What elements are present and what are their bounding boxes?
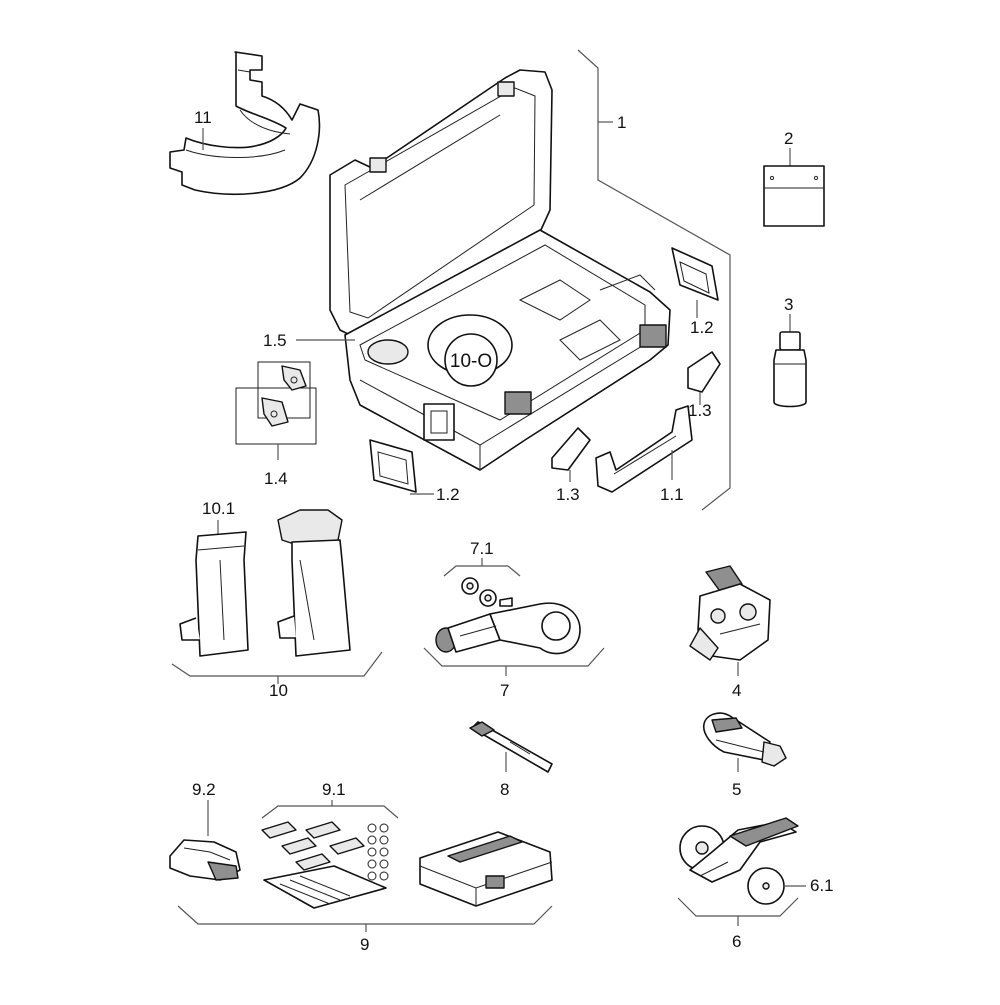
case-latch-right	[639, 324, 667, 348]
part-4-press-jaw	[689, 565, 771, 661]
part-7-1-wheels	[461, 577, 513, 607]
bracket-10	[171, 651, 383, 677]
part-5-deburrer	[702, 712, 787, 767]
part-9-1-sheet	[263, 865, 387, 909]
label-1-4: 1.4	[264, 469, 288, 488]
label-8: 8	[500, 780, 509, 799]
part-1-3-clip-bottom	[551, 427, 591, 471]
label-9: 9	[360, 935, 369, 954]
part-10-1-bag-left	[179, 531, 249, 657]
label-10: 10	[269, 681, 288, 700]
part-9-2-tool	[169, 839, 241, 881]
part-9-small-case	[419, 831, 553, 907]
bracket-9	[177, 905, 553, 925]
label-10-1: 10.1	[202, 499, 235, 518]
label-1-3-bottom: 1.3	[556, 485, 580, 504]
label-10-o: 10-O	[450, 351, 492, 372]
label-1-5: 1.5	[263, 331, 287, 350]
lid-hinge-right	[497, 81, 515, 97]
label-1-2-bottom: 1.2	[436, 485, 460, 504]
label-1: 1	[617, 113, 626, 132]
bracket-7-1	[443, 565, 521, 577]
lid-hinge-left	[369, 157, 387, 173]
label-1-2-right: 1.2	[690, 318, 714, 337]
callout-10-o-circle	[444, 333, 498, 387]
label-2: 2	[784, 129, 793, 148]
label-7: 7	[500, 681, 509, 700]
label-6: 6	[732, 932, 741, 951]
part-6-1-blade	[747, 867, 785, 905]
part-8-marker-pen	[469, 721, 553, 773]
part-1-3-clip-right	[687, 351, 721, 393]
part-1-2-plate-bottom	[369, 439, 417, 493]
label-9-1: 9.1	[322, 780, 346, 799]
bracket-7	[423, 647, 605, 667]
part-2-label-card	[763, 165, 825, 227]
bracket-1	[577, 49, 731, 511]
bracket-9-1	[261, 805, 399, 819]
part-3-bottle	[773, 331, 807, 408]
label-9-2: 9.2	[192, 780, 216, 799]
part-10-bag-right	[277, 509, 351, 657]
part-7-pipe-cutter	[435, 602, 581, 655]
label-5: 5	[732, 780, 741, 799]
label-7-1: 7.1	[470, 539, 494, 558]
case-latch-left	[504, 391, 532, 415]
part-9-1-inserts	[261, 821, 389, 881]
part-6-cutting-tool	[679, 817, 799, 883]
label-11: 11	[194, 108, 212, 127]
label-1-1: 1.1	[660, 485, 684, 504]
label-1-3-right: 1.3	[688, 401, 712, 420]
part-1-2-plate-right	[671, 247, 719, 301]
part-1-1-handle	[595, 405, 693, 493]
bracket-6	[677, 897, 799, 917]
label-4: 4	[732, 681, 741, 700]
part-1-4-hooks	[235, 361, 317, 445]
part-11-strap	[169, 51, 321, 196]
label-3: 3	[784, 295, 793, 314]
label-6-1: 6.1	[810, 876, 834, 895]
